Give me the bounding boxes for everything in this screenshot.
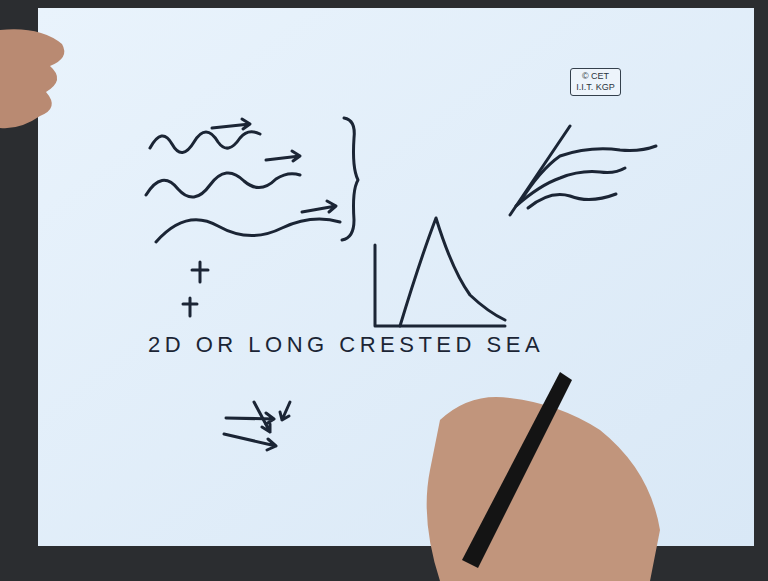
direction-arrow	[302, 201, 336, 212]
direction-arrow	[212, 119, 250, 129]
direction-arrow	[280, 402, 290, 420]
wave-line	[150, 132, 260, 153]
heading-text: 2D OR LONG CRESTED SEA	[148, 332, 544, 358]
spectrum-curve	[400, 218, 505, 326]
plus-mark	[183, 298, 197, 316]
hand	[0, 29, 64, 128]
wave-line	[156, 219, 340, 242]
graph-axes	[375, 245, 505, 326]
plus-mark	[192, 262, 208, 282]
paper-sheet	[38, 8, 754, 546]
wave-line	[516, 168, 625, 206]
direction-arrow	[224, 434, 276, 450]
bracket	[342, 118, 358, 240]
watermark-text: I.I.T. KGP	[576, 82, 615, 93]
wave-line	[146, 173, 300, 197]
wave-line	[528, 194, 616, 208]
watermark-text: © CET	[576, 71, 615, 82]
direction-arrow	[226, 413, 274, 424]
pen	[462, 372, 572, 568]
direction-arrow	[254, 402, 270, 432]
direction-arrow	[266, 151, 300, 161]
watermark-box: © CETI.I.T. KGP	[570, 68, 621, 96]
wave-line	[520, 146, 656, 202]
